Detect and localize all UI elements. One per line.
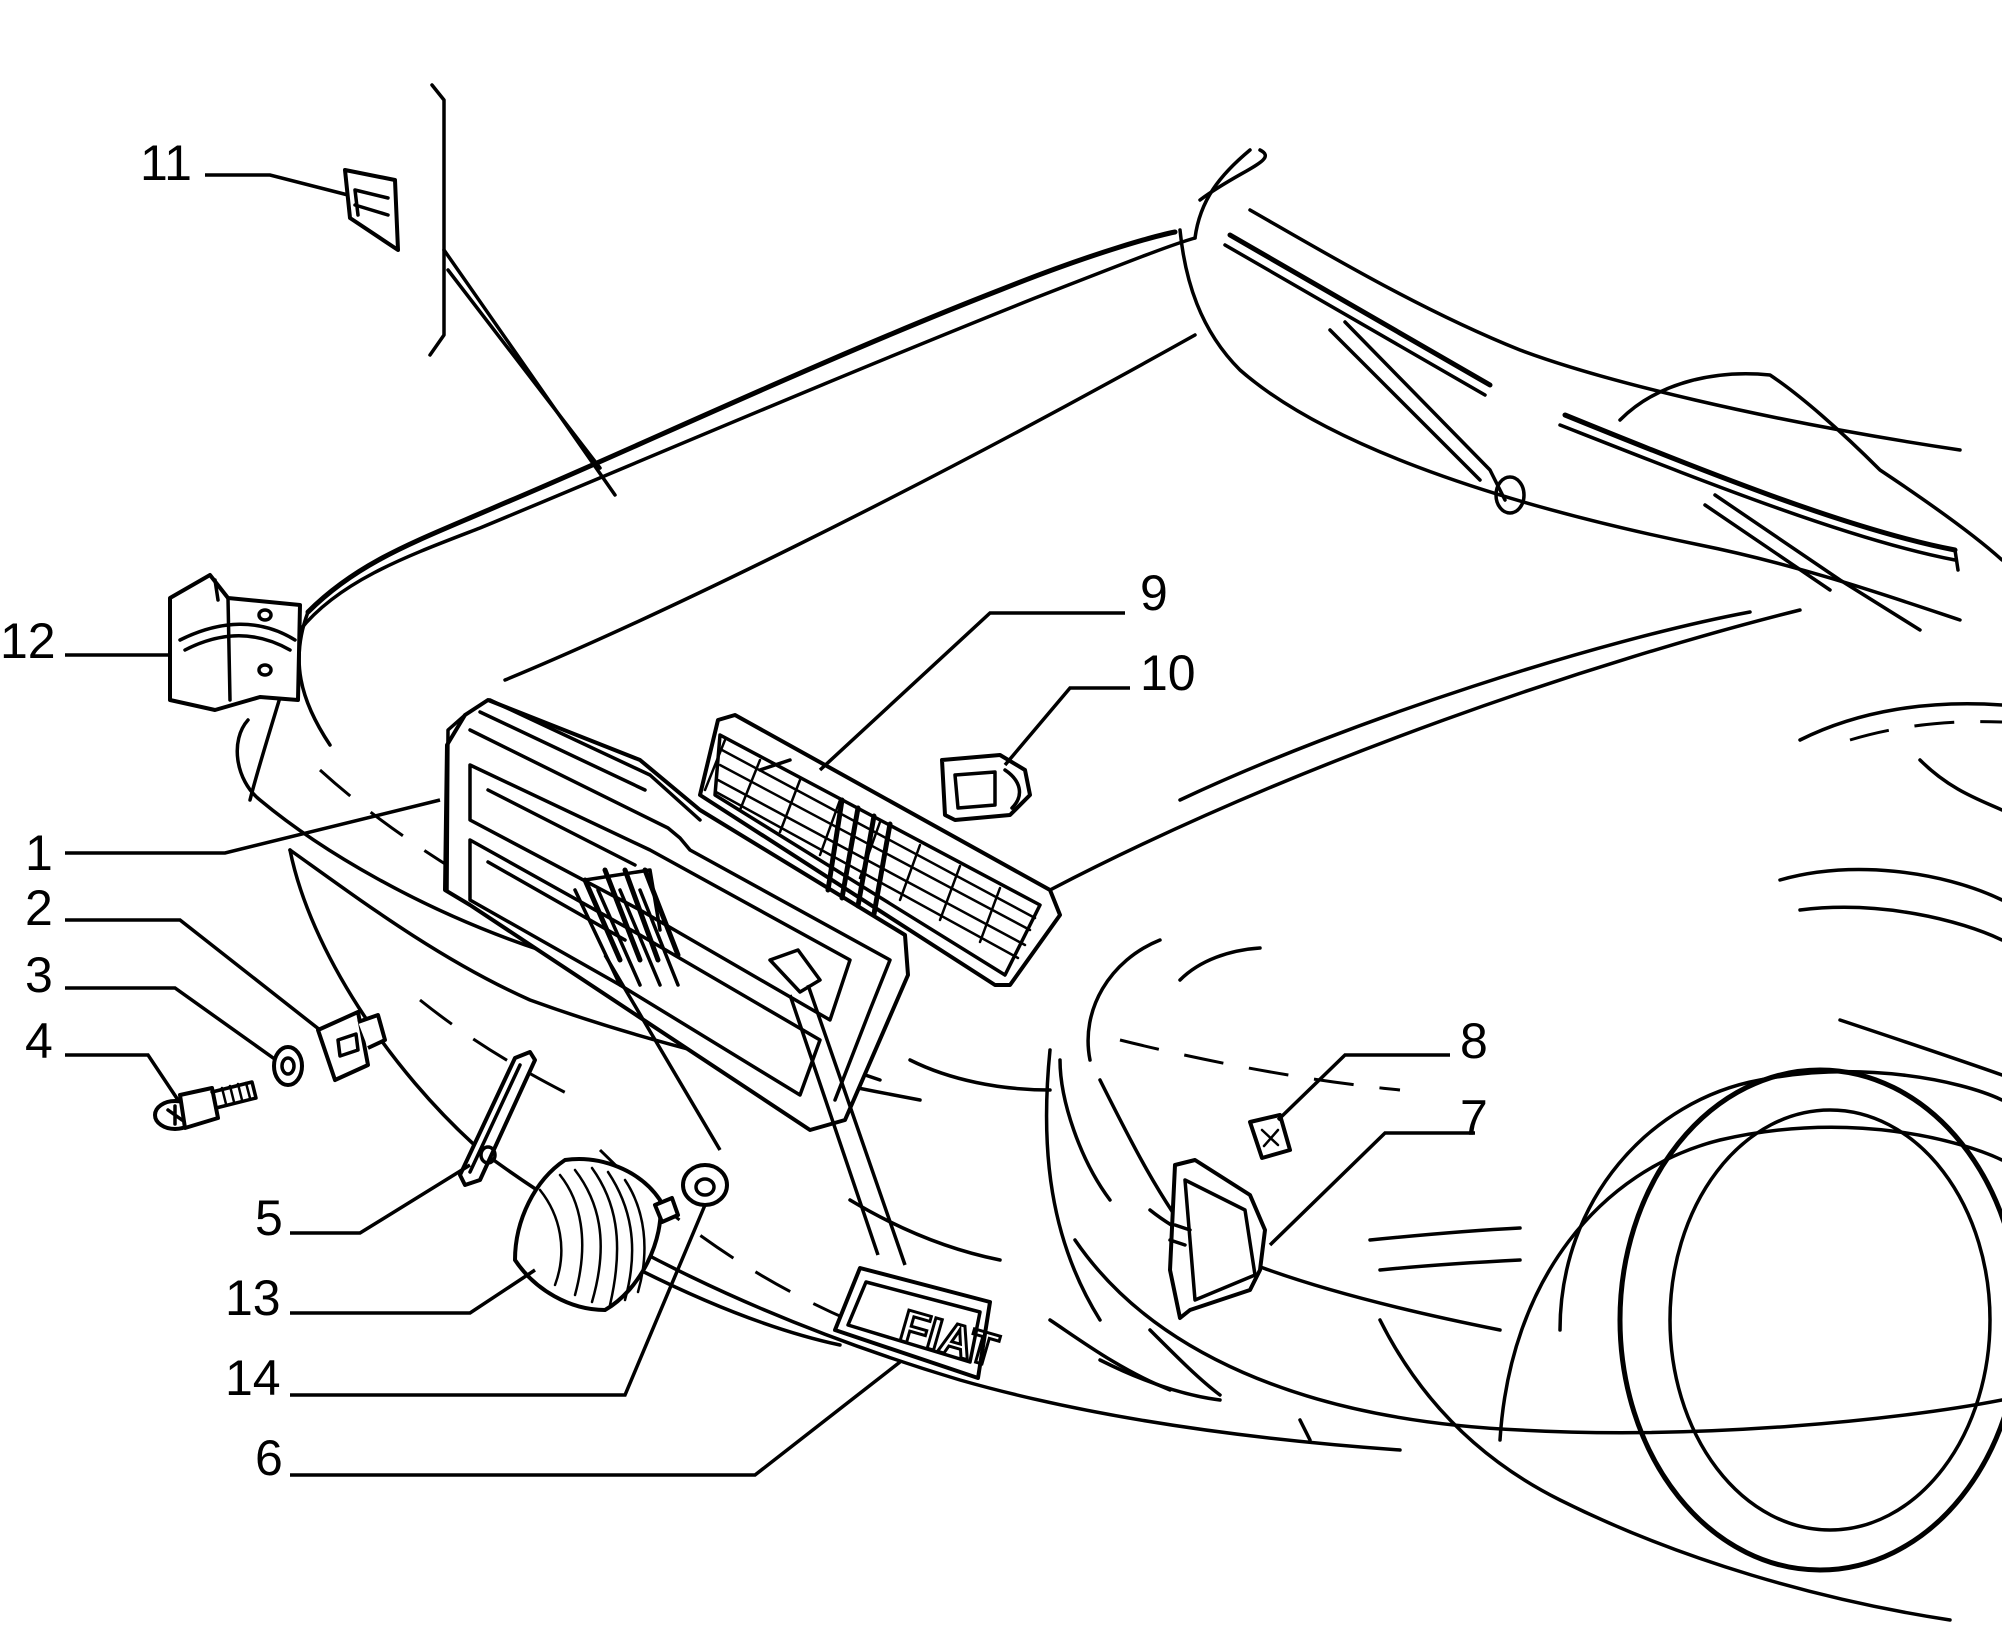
- callout-12: 12: [0, 613, 56, 669]
- part-4-screw: [153, 1080, 258, 1131]
- part-7-headlamp-unit: [1168, 1158, 1267, 1320]
- part-1-grille: [443, 698, 910, 1132]
- part-2-clip: [316, 1010, 387, 1082]
- part-14-grommet: [681, 1163, 729, 1207]
- callout-1: 1: [25, 825, 53, 881]
- part-13-lamp-cover: [513, 1157, 680, 1312]
- part-12-hinge: [168, 573, 302, 712]
- callout-2: 2: [25, 880, 53, 936]
- callout-10: 10: [1140, 645, 1196, 701]
- hood-section-bracket: [428, 83, 617, 497]
- leader-lines: [65, 173, 1475, 1477]
- callout-5: 5: [255, 1190, 283, 1246]
- callout-14: 14: [225, 1350, 281, 1406]
- callout-8: 8: [1460, 1013, 1488, 1069]
- callout-13: 13: [225, 1270, 281, 1326]
- part-8-clip: [1248, 1113, 1292, 1160]
- part-6-fiat-badge: FIAT: [833, 1266, 1005, 1380]
- callout-7: 7: [1460, 1090, 1488, 1146]
- part-9-grille-insert: [698, 713, 1062, 987]
- part-10-retainer: [940, 753, 1032, 822]
- callout-11: 11: [140, 135, 192, 191]
- callout-labels: 1 2 3 4 5 6 7 8 9 10 11 12 13 14: [0, 135, 1488, 1486]
- part-5-trim-strip: [458, 1050, 537, 1187]
- part-3-washer: [272, 1045, 304, 1087]
- callout-9: 9: [1140, 565, 1168, 621]
- part-11-plate: [343, 168, 400, 252]
- callout-3: 3: [25, 947, 53, 1003]
- callout-6: 6: [255, 1430, 283, 1486]
- callout-4: 4: [25, 1013, 53, 1069]
